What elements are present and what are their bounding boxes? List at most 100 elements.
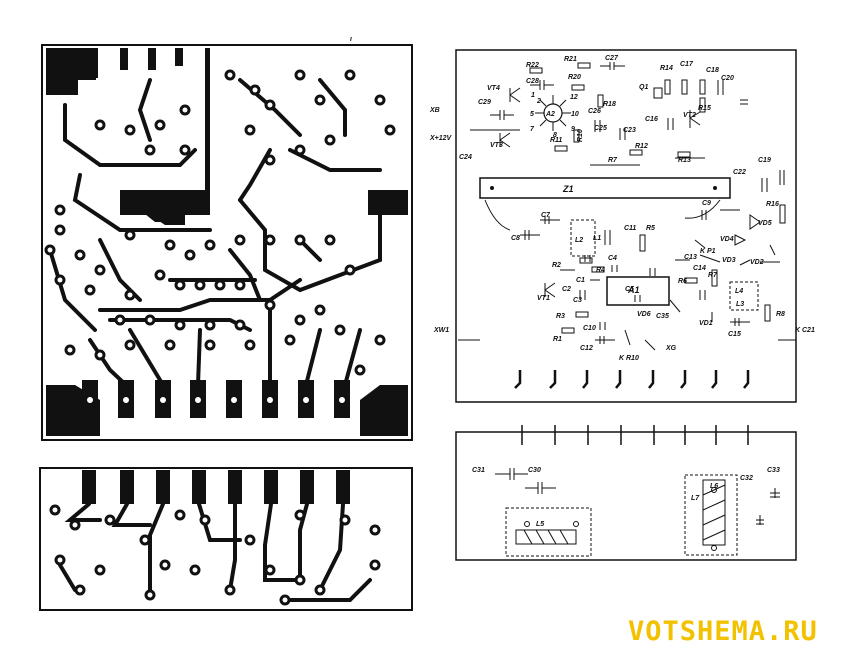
label-l7: L7 — [691, 495, 700, 502]
label-c25: C25 — [594, 125, 607, 132]
label-c7: C7 — [541, 212, 551, 219]
label-c16: C16 — [645, 116, 658, 123]
label-c5: C5 — [625, 286, 634, 293]
label-xb: XB — [429, 107, 440, 114]
label-c31: C31 — [472, 467, 485, 474]
label-l4: L4 — [735, 288, 743, 295]
label-vd3: VD3 — [722, 257, 736, 264]
label-c30: C30 — [528, 467, 541, 474]
label-xg: XG — [665, 345, 677, 352]
inductor-boxes — [570, 219, 759, 311]
label-r10: R10 — [577, 129, 584, 142]
label-c23: C23 — [623, 127, 636, 134]
label-l6: L6 — [710, 483, 718, 490]
component-symbols — [458, 62, 796, 351]
chip-a1 — [606, 276, 670, 306]
label-vt4: VT4 — [487, 85, 500, 92]
label-r2: R2 — [552, 262, 561, 269]
label-vd1: VD1 — [699, 320, 713, 327]
label-pin2: 2 — [536, 98, 541, 105]
label-c27: C27 — [605, 55, 619, 62]
label-l5: L5 — [536, 521, 544, 528]
label-vd4: VD4 — [720, 236, 734, 243]
label-c12: C12 — [580, 345, 593, 352]
label-c17: C17 — [680, 61, 694, 68]
label-pin9: 9 — [571, 126, 575, 133]
label-l3: L3 — [736, 301, 744, 308]
label-r4: R4 — [596, 267, 605, 274]
label-a1: A1 — [627, 285, 640, 295]
component-layout-secondary: C31 C30 C32 C33 L5 L6 L7 — [455, 425, 797, 561]
label-r7b: R7 — [708, 272, 718, 279]
label-r21: R21 — [564, 56, 577, 63]
label-r1: R1 — [553, 336, 562, 343]
label-vt1: VT1 — [537, 295, 550, 302]
label-pin1: 1 — [531, 92, 535, 99]
label-pin10: 10 — [571, 111, 579, 118]
label-vd5: VD5 — [758, 220, 772, 227]
label-c13: C13 — [684, 254, 697, 261]
pcb-top-edge-contacts — [82, 380, 350, 418]
label-r8: R8 — [776, 311, 785, 318]
secondary-components — [495, 468, 780, 557]
label-c1: C1 — [576, 277, 585, 284]
pcb-top-traces — [48, 78, 382, 387]
label-c4: C4 — [608, 255, 617, 262]
label-c10: C10 — [583, 325, 596, 332]
label-r16: R16 — [766, 201, 779, 208]
label-z1: Z1 — [562, 184, 574, 194]
label-c19: C19 — [758, 157, 771, 164]
watermark: VOTSHEMA.RU — [628, 616, 818, 647]
label-c18: C18 — [706, 67, 719, 74]
label-r18: R18 — [603, 101, 616, 108]
label-pin5: 5 — [530, 111, 534, 118]
label-pin7: 7 — [530, 126, 535, 133]
label-r7: R7 — [608, 157, 618, 164]
label-c2: C2 — [562, 286, 571, 293]
label-l2: L2 — [575, 237, 583, 244]
chip-a2 — [535, 95, 571, 131]
label-c14: C14 — [693, 265, 706, 272]
label-c15: C15 — [728, 331, 741, 338]
pcb-bottom-pads — [49, 504, 381, 606]
label-c8: C8 — [511, 235, 520, 242]
label-r20: R20 — [568, 74, 581, 81]
label-l1: L1 — [593, 235, 601, 242]
label-r22: R22 — [526, 62, 539, 69]
label-x12v: X+12V — [429, 135, 453, 142]
label-kr10: K R10 — [619, 355, 639, 362]
label-vt3: VT3 — [490, 142, 503, 149]
label-c22: C22 — [733, 169, 746, 176]
pcb-top-board: ı — [41, 36, 413, 441]
component-labels: R22 R21 C27 C28 R20 VT4 C29 XB X+12V C24… — [429, 55, 815, 362]
label-r6: R6 — [678, 278, 687, 285]
label-c33: C33 — [767, 467, 780, 474]
label-c28: C28 — [526, 78, 539, 85]
pcb-top-pads — [44, 69, 396, 376]
label-r13: R13 — [678, 157, 691, 164]
label-a2: A2 — [545, 111, 555, 118]
label-c11: C11 — [624, 225, 636, 232]
label-kc21: K C21 — [795, 327, 815, 334]
label-vd2: VD2 — [750, 259, 764, 266]
label-r3: R3 — [556, 313, 565, 320]
filter-z1 — [479, 177, 731, 231]
label-r11: R11 — [550, 137, 562, 144]
label-xw1: XW1 — [433, 327, 449, 334]
pcb-top-mark: ı — [350, 36, 352, 43]
label-r5: R5 — [646, 225, 655, 232]
main-pin-row — [514, 370, 750, 389]
label-q1: Q1 — [639, 84, 648, 91]
secondary-labels: C31 C30 C32 C33 L5 L6 L7 — [472, 467, 780, 528]
label-r15: R15 — [698, 105, 711, 112]
label-kp1: K P1 — [700, 248, 716, 255]
label-vd6: VD6 — [637, 311, 651, 318]
label-c24: C24 — [459, 154, 472, 161]
secondary-pin-row — [521, 425, 749, 445]
label-pin8: 8 — [553, 132, 557, 139]
label-pin12: 12 — [570, 94, 578, 101]
label-c29: C29 — [478, 99, 491, 106]
label-vt2: VT2 — [683, 112, 696, 119]
label-c32: C32 — [740, 475, 753, 482]
